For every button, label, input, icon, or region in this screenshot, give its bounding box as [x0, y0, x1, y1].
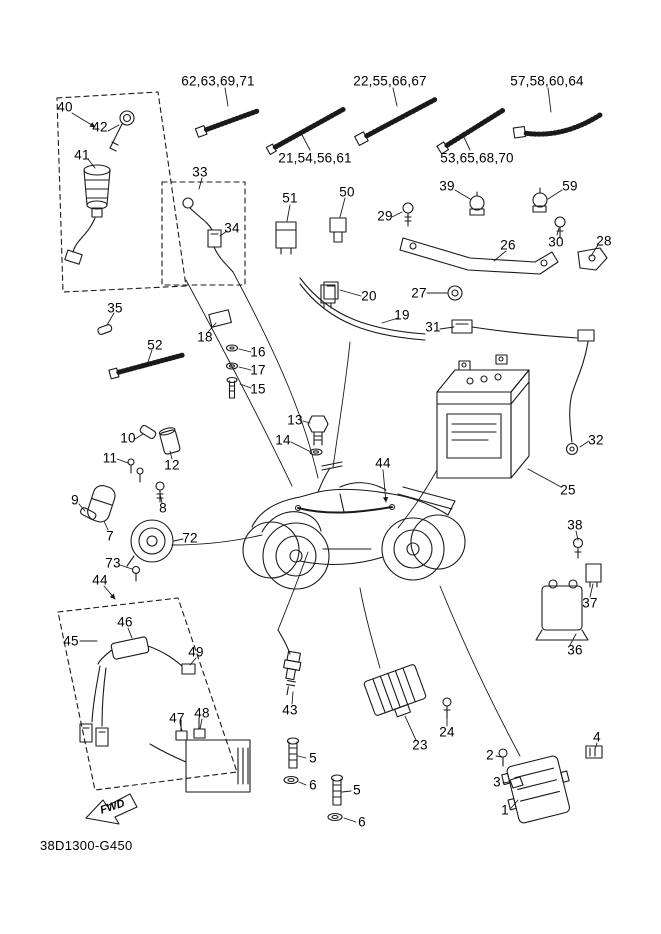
relay-51 — [275, 221, 297, 255]
leader-lines — [71, 87, 599, 823]
cable-tie-52 — [108, 352, 186, 380]
washer-16 — [225, 344, 239, 352]
clamp-59 — [532, 187, 548, 213]
connector-18 — [208, 309, 232, 328]
ignition-switch-group-box — [56, 91, 187, 293]
diagram-code: 38D1300-G450 — [40, 838, 133, 853]
bolt-15 — [226, 376, 238, 399]
wire-harness — [299, 277, 595, 456]
starter-relay-group — [535, 537, 602, 641]
cable-tie-5 — [512, 112, 603, 139]
relay-holder-50 — [320, 217, 347, 309]
cable-tie-1 — [194, 108, 260, 138]
horn — [126, 519, 174, 582]
cdi-unit-group — [79, 636, 251, 793]
routing-lines — [171, 271, 521, 757]
bracket-26 — [399, 237, 559, 275]
ignition-key-switch — [64, 110, 135, 265]
rectifier-regulator — [363, 664, 452, 719]
bolt-washer-set-a — [283, 737, 300, 785]
cable-tie-2 — [265, 105, 348, 156]
ignition-coil-group — [80, 424, 181, 523]
cable-tie-3 — [354, 97, 438, 146]
fwd-arrow — [85, 793, 138, 825]
screw-29 — [402, 202, 414, 227]
clamp-39 — [469, 191, 485, 216]
sensor-group-box — [161, 181, 246, 286]
washer-14 — [309, 448, 323, 456]
battery — [436, 354, 530, 479]
clip-35 — [97, 324, 113, 335]
sensor-13 — [307, 415, 329, 446]
bolt-washer-set-b — [327, 774, 344, 822]
ecu-group — [498, 745, 603, 824]
cdi-group-box — [57, 597, 238, 791]
cable-tie-4 — [436, 107, 507, 155]
spark-plug — [277, 629, 302, 696]
bracket-28 — [577, 247, 608, 271]
screw-30 — [554, 216, 566, 239]
atv-outline — [242, 461, 466, 590]
grommet-27 — [447, 285, 463, 301]
speed-sensor — [182, 197, 234, 273]
